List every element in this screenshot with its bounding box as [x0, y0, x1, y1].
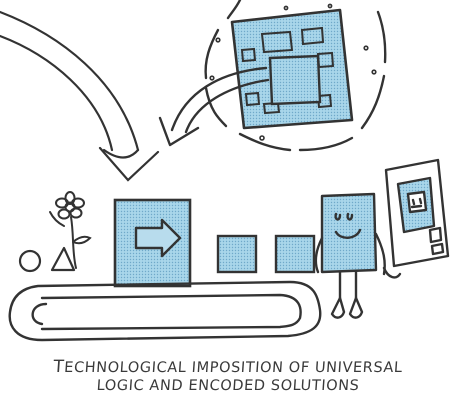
conveyor-belt-icon	[8, 280, 322, 342]
down-arrow-icon	[158, 66, 270, 147]
flower-icon	[49, 191, 92, 269]
data-packet	[216, 234, 258, 274]
circuit-chip-icon	[230, 8, 354, 130]
phone-icon	[382, 158, 450, 279]
machine-arrow-icon	[113, 198, 192, 288]
circle-icon	[18, 249, 42, 273]
caption-line-1-text: echnological imposition of universal	[63, 360, 404, 376]
illustration	[0, 0, 450, 342]
curved-arrow-icon	[0, 10, 160, 182]
caption-line-2: logic and encoded solutions	[96, 378, 360, 394]
decor-dots	[209, 3, 377, 141]
dashed-circle	[204, 0, 387, 152]
triangle-icon	[50, 246, 76, 272]
caption-line-1: Technological imposition of universal	[0, 357, 456, 377]
data-packet	[274, 234, 316, 274]
robot-icon	[314, 192, 386, 319]
